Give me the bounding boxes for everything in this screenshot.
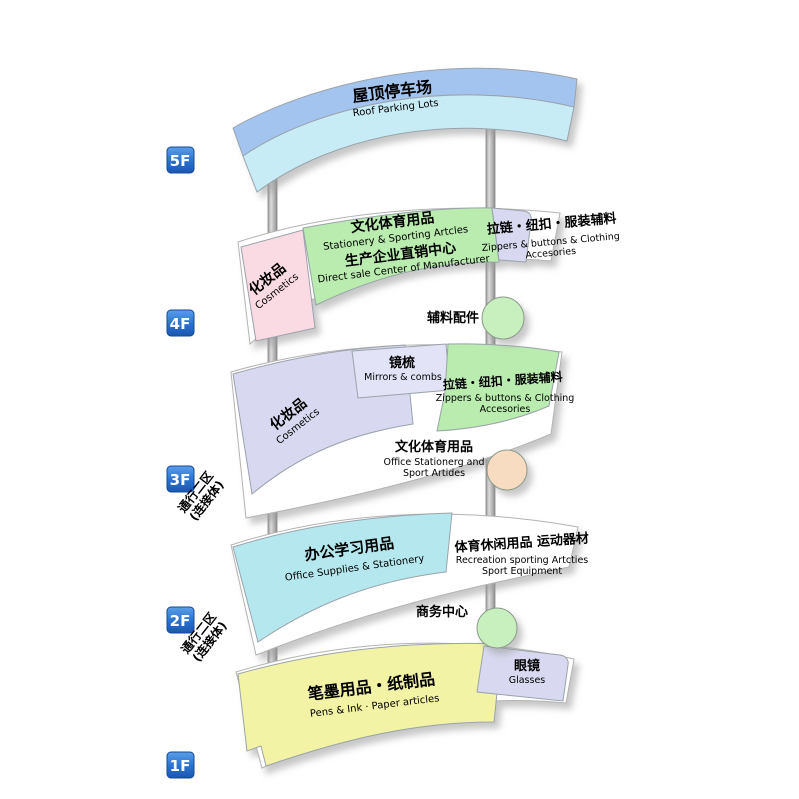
f3-zippers-label-en1: Zippers & buttons & Clothing bbox=[436, 393, 575, 404]
floor-4f-plate bbox=[237, 207, 561, 346]
badge-5f-label: 5F bbox=[170, 152, 191, 170]
floor-1f-plate bbox=[235, 642, 575, 769]
f2-business-label: 商务中心 bbox=[416, 604, 468, 620]
badge-2f-box bbox=[166, 606, 195, 634]
f3-stationery-label-zh: 文化体育用品 bbox=[395, 439, 473, 455]
f3-stationery-circle bbox=[486, 449, 528, 491]
f2-area-office bbox=[232, 512, 453, 643]
floor-3f-plate bbox=[230, 343, 563, 519]
floor-5f-plate bbox=[232, 67, 578, 193]
f4-area-cosmetics bbox=[240, 229, 316, 342]
f1-area-pens bbox=[237, 642, 503, 767]
badge-3f-box bbox=[166, 465, 195, 493]
f4-accessory-parts-label: 辅料配件 bbox=[427, 310, 479, 326]
badge-2f-label: 2F bbox=[170, 612, 191, 630]
f3-zippers-label-en2: Accesories bbox=[480, 404, 531, 415]
f3-area-mirrors bbox=[351, 343, 451, 399]
f2-sports-label-en2: Sport Equipment bbox=[482, 566, 562, 577]
badge-4f: 4F bbox=[166, 309, 195, 337]
f2-business-circle bbox=[476, 607, 518, 649]
f5-roof-front-face bbox=[242, 94, 575, 193]
badge-2f: 2F bbox=[166, 606, 195, 634]
f4-area-stationery bbox=[302, 207, 500, 306]
badge-5f: 5F bbox=[166, 146, 195, 174]
f3-mirrors-label-en: Mirrors & combs bbox=[364, 372, 442, 383]
f2-sports-label-en1: Recreation sporting Artcties bbox=[456, 555, 589, 566]
floor-3f-labels: 化妆品 Cosmetics 镜梳 Mirrors & combs 拉链・纽扣・服… bbox=[175, 355, 575, 524]
f3-stationery-label-en1: Office Stationerg and bbox=[383, 457, 484, 468]
f3-stationery-label-en2: Sport Artides bbox=[403, 468, 465, 479]
f3-area-zippers bbox=[436, 343, 560, 432]
f3-mirrors-label-zh: 镜梳 bbox=[389, 355, 415, 371]
floor-badges: 5F 4F 3F 2F 1F bbox=[166, 146, 195, 779]
badge-1f: 1F bbox=[166, 751, 195, 779]
f4-zippers-label-en2: Accesories bbox=[525, 246, 577, 261]
badge-1f-box bbox=[166, 751, 195, 779]
badge-3f-label: 3F bbox=[170, 471, 191, 489]
f1-glasses-label-zh: 眼镜 bbox=[514, 658, 540, 674]
f1-glasses-label-en: Glasses bbox=[509, 675, 546, 686]
f1-area-glasses bbox=[476, 645, 569, 702]
pole-node-circles bbox=[476, 296, 528, 649]
floor-5f-labels: 屋顶停车场 Roof Parking Lots bbox=[351, 77, 439, 119]
badge-5f-box bbox=[166, 146, 195, 174]
badge-4f-box bbox=[166, 309, 195, 337]
f4-accessory-circle bbox=[481, 296, 525, 340]
floor-2f-plate bbox=[230, 512, 579, 656]
f4-area-zippers bbox=[491, 207, 532, 263]
badge-4f-label: 4F bbox=[170, 315, 191, 333]
badge-1f-label: 1F bbox=[170, 757, 191, 775]
badge-3f: 3F bbox=[166, 465, 195, 493]
